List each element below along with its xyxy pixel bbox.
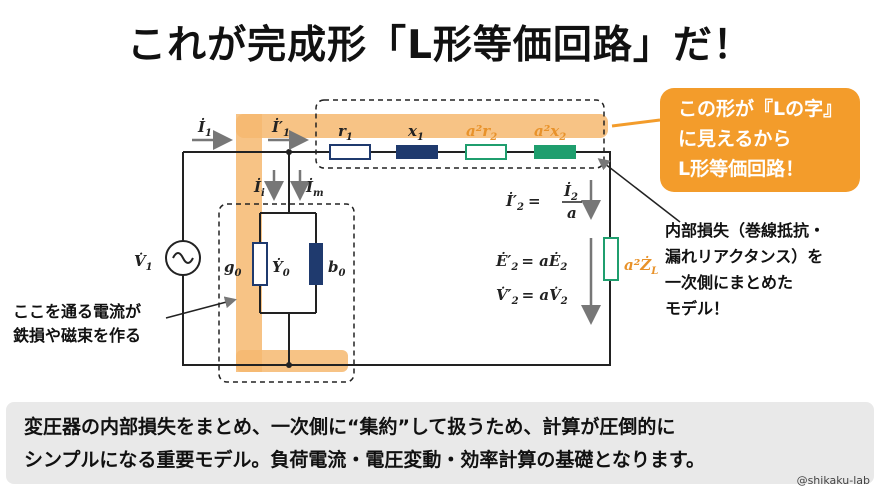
r1-resistor (329, 144, 371, 160)
junction-dot-top (286, 149, 292, 155)
label-I1p: İ′1 (271, 117, 290, 139)
l-highlight-top (236, 114, 608, 138)
ac-wave-icon (172, 252, 194, 264)
label-Y0: Ẏ0 (272, 257, 290, 279)
page-title: これが完成形「L形等価回路」だ！ (127, 23, 753, 68)
note-right-line-3: 一次側にまとめた (665, 273, 794, 292)
internal-loss-note: 内部損失（巻線抵抗・ 漏れリアクタンス）を 一次側にまとめた モデル！ (665, 218, 825, 322)
label-r1: r1 (338, 122, 353, 143)
credit-label: @shikaku-lab (796, 474, 870, 487)
note-left-pointer (165, 296, 237, 319)
junction-dot-bottom (286, 362, 292, 368)
label-V1: V̇1 (134, 252, 153, 273)
note-right-line-2: 漏れリアクタンス）を (665, 247, 824, 266)
a2x2-reactance (534, 145, 576, 159)
load-impedance (603, 237, 619, 281)
label-I2-numerator: İ2 (563, 181, 578, 203)
note-left-line-2: 鉄損や磁束を作る (13, 326, 142, 345)
label-V2p: V̇′2= aV̇2 (496, 286, 568, 307)
note-left-line-1: ここを通る電流が (13, 302, 142, 321)
label-load: a²ŻL (624, 255, 658, 277)
summary-line-1: 変圧器の内部損失をまとめ、一次側に“集約”して扱うため、計算が圧倒的に (24, 416, 676, 438)
a2r2-resistor (465, 144, 507, 160)
note-right-line-1: 内部損失（巻線抵抗・ (665, 221, 826, 240)
l-highlight-horizontal (236, 350, 348, 372)
b0-susceptance (309, 243, 323, 285)
label-g0: g0 (224, 258, 242, 279)
g0-conductance (252, 242, 268, 286)
callout-pointer (611, 118, 661, 128)
label-a2x2: a²x2 (534, 122, 566, 143)
label-I1: İ1 (197, 117, 212, 139)
label-b0: b0 (328, 258, 346, 279)
excitation-current-note: ここを通る電流が 鉄損や磁束を作る (13, 300, 141, 348)
summary-box: 変圧器の内部損失をまとめ、一次側に“集約”して扱うため、計算が圧倒的に シンプル… (6, 402, 874, 484)
label-I2-denominator: a (567, 204, 577, 222)
l-shape-callout: この形が『Lの字』 に見えるから L形等価回路！ (660, 88, 860, 192)
label-a2r2: a²r2 (466, 122, 497, 143)
summary-line-2: シンプルになる重要モデル。負荷電流・電圧変動・効率計算の基礎となります。 (24, 449, 705, 471)
note-right-pointer (597, 158, 681, 223)
series-impedance-dashed-box (315, 99, 605, 169)
label-x1: x1 (407, 122, 424, 143)
x1-reactance (396, 145, 438, 159)
label-E2p: Ė′2= aĖ2 (495, 251, 567, 273)
label-I2p: İ′2= (505, 191, 541, 213)
callout-line-2: に見えるから (678, 128, 792, 150)
label-Ii: İi (253, 177, 265, 199)
callout-line-1: この形が『Lの字』 (678, 98, 843, 120)
note-right-line-4: モデル！ (665, 299, 730, 318)
callout-line-3: L形等価回路！ (678, 158, 805, 180)
label-Im: İm (305, 177, 324, 199)
